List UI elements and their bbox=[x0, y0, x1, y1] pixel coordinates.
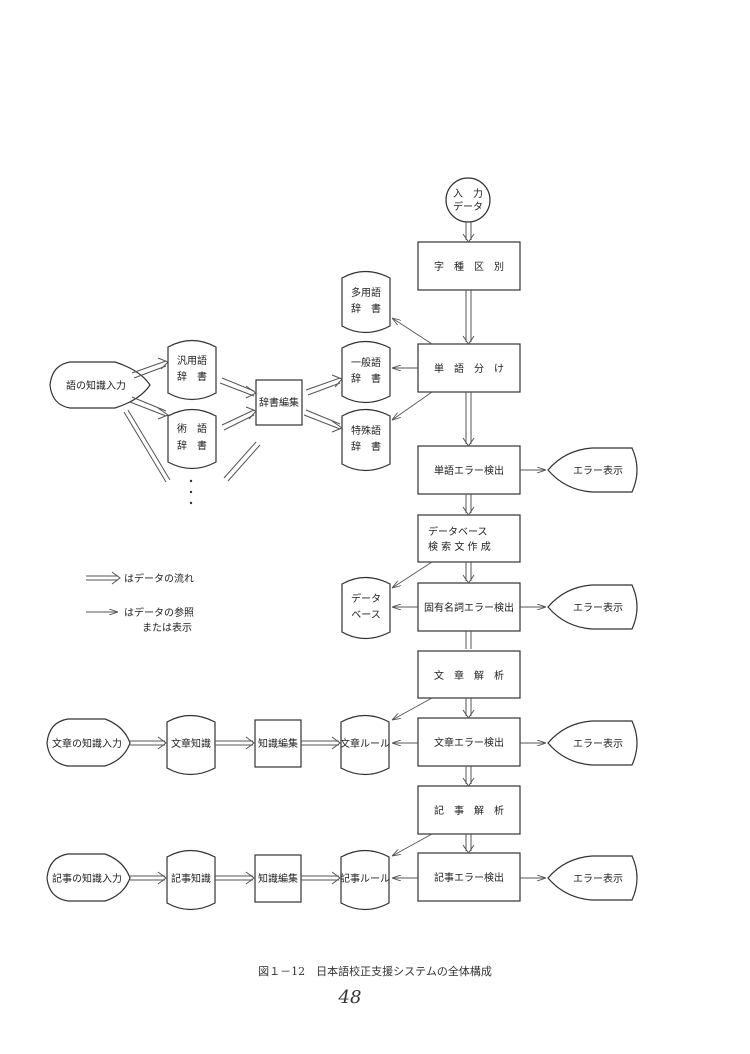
process-sentence-knowledge-edit: 知識編集 bbox=[254, 719, 302, 768]
step-db-query: データベース 検 索 文 作 成 bbox=[417, 514, 521, 563]
step-article-error-detect: 記事エラー検出 bbox=[417, 852, 521, 902]
step-sentence-analysis: 文 章 解 析 bbox=[417, 650, 521, 699]
flow-arrow bbox=[462, 834, 475, 854]
step-char-classify: 字 種 区 別 bbox=[417, 241, 521, 291]
process-label: 辞書編集 bbox=[259, 396, 299, 409]
store-article-rules: 記事ルール bbox=[340, 849, 390, 911]
store-label-2: 辞 書 bbox=[351, 302, 381, 315]
error-display-arrows bbox=[520, 470, 546, 878]
store-special-dict: 特殊語 辞 書 bbox=[341, 408, 391, 472]
store-sentence-rules: 文章ルール bbox=[340, 714, 390, 776]
start-terminal: 入 力 データ bbox=[445, 177, 491, 223]
input-article-knowledge: 記事の知識入力 bbox=[46, 853, 131, 902]
article-flow-arrows bbox=[130, 871, 341, 885]
store-label: 記事知識 bbox=[171, 872, 211, 885]
store-generic-dict: 汎用語 辞 書 bbox=[167, 339, 217, 401]
flow-arrow bbox=[462, 562, 475, 584]
step-label: 文章エラー検出 bbox=[434, 736, 504, 749]
step-word-error-detect: 単語エラー検出 bbox=[417, 445, 521, 495]
flow-arrow bbox=[462, 392, 475, 447]
error-display-label: エラー表示 bbox=[573, 464, 623, 477]
start-label-2: データ bbox=[453, 200, 483, 213]
process-label: 知識編集 bbox=[258, 737, 298, 750]
step-sentence-error-detect: 文章エラー検出 bbox=[417, 717, 521, 767]
ellipsis bbox=[189, 479, 193, 505]
step-label-1: データベース bbox=[428, 525, 488, 538]
store-multi-use-dict: 多用語 辞 書 bbox=[341, 270, 391, 334]
store-label-1: 多用語 bbox=[351, 286, 381, 299]
store-label-1: 特殊語 bbox=[351, 424, 381, 437]
start-label-1: 入 力 bbox=[453, 187, 483, 200]
step-label: 記事エラー検出 bbox=[434, 871, 504, 884]
step-proper-noun-error-detect: 固有名詞エラー検出 bbox=[417, 582, 521, 632]
process-article-knowledge-edit: 知識編集 bbox=[254, 854, 302, 903]
store-label-2: ベース bbox=[351, 609, 381, 621]
step-word-split: 単 語 分 け bbox=[417, 343, 521, 393]
step-label: 固有名詞エラー検出 bbox=[424, 601, 514, 614]
step-label: 字 種 区 別 bbox=[434, 260, 504, 273]
flow-arrow bbox=[462, 698, 475, 719]
input-word-knowledge: 語の知識入力 bbox=[49, 361, 151, 409]
store-label: 記事ルール bbox=[340, 872, 390, 885]
store-label-1: 汎用語 bbox=[177, 354, 207, 367]
input-sentence-knowledge: 文章の知識入力 bbox=[46, 718, 131, 767]
legend-flow-symbol bbox=[86, 571, 121, 585]
store-label-2: 辞 書 bbox=[351, 440, 381, 453]
flow-arrow bbox=[462, 290, 475, 345]
legend-reference-label-2: または表示 bbox=[142, 621, 192, 634]
error-display-label: エラー表示 bbox=[573, 737, 623, 750]
process-label: 知識編集 bbox=[258, 872, 298, 885]
store-label-1: 一般語 bbox=[351, 356, 381, 369]
error-display-3: エラー表示 bbox=[547, 720, 638, 766]
store-label-1: 術 語 bbox=[177, 422, 207, 435]
error-display-label: エラー表示 bbox=[573, 601, 623, 614]
main-flow-arrows bbox=[462, 222, 475, 854]
flow-arrow bbox=[462, 494, 475, 516]
input-label: 語の知識入力 bbox=[66, 379, 126, 392]
error-display-2: エラー表示 bbox=[547, 584, 638, 630]
process-dict-edit: 辞書編集 bbox=[255, 379, 303, 426]
store-label-2: 辞 書 bbox=[177, 370, 207, 383]
step-label-2: 検 索 文 作 成 bbox=[428, 540, 491, 553]
store-label-1: データ bbox=[351, 592, 381, 605]
legend-flow-label: はデータの流れ bbox=[124, 572, 194, 585]
store-label-2: 辞 書 bbox=[177, 439, 207, 452]
flow-arrow bbox=[462, 222, 475, 243]
store-database: データ ベース bbox=[341, 576, 391, 640]
store-article-knowledge: 記事知識 bbox=[166, 849, 216, 911]
store-label-2: 辞 書 bbox=[351, 372, 381, 385]
store-label: 文章ルール bbox=[340, 737, 390, 750]
word-knowledge-flow-arrows bbox=[123, 357, 344, 483]
input-label: 記事の知識入力 bbox=[52, 872, 122, 885]
store-technical-dict: 術 語 辞 書 bbox=[167, 408, 217, 470]
step-label: 単 語 分 け bbox=[434, 362, 504, 375]
store-sentence-knowledge: 文章知識 bbox=[166, 714, 216, 776]
input-label: 文章の知識入力 bbox=[52, 737, 122, 750]
sentence-flow-arrows bbox=[130, 736, 341, 750]
figure-caption: 図１－12 日本語校正支援システムの全体構成 bbox=[258, 964, 492, 978]
step-label: 記 事 解 析 bbox=[434, 804, 504, 817]
legend: はデータの流れ はデータの参照 または表示 bbox=[86, 571, 194, 634]
error-display-4: エラー表示 bbox=[547, 855, 638, 901]
error-display-1: エラー表示 bbox=[547, 447, 638, 493]
store-label: 文章知識 bbox=[171, 737, 211, 750]
store-general-dict: 一般語 辞 書 bbox=[341, 340, 391, 404]
step-label: 文 章 解 析 bbox=[434, 669, 504, 682]
step-label: 単語エラー検出 bbox=[434, 464, 504, 477]
flow-arrow bbox=[465, 631, 472, 649]
flow-arrow bbox=[462, 766, 475, 787]
page-number: 48 bbox=[338, 987, 362, 1008]
reference-arrows bbox=[392, 318, 433, 878]
step-article-analysis: 記 事 解 析 bbox=[417, 785, 521, 835]
error-display-label: エラー表示 bbox=[573, 872, 623, 885]
legend-reference-label-1: はデータの参照 bbox=[124, 606, 194, 619]
